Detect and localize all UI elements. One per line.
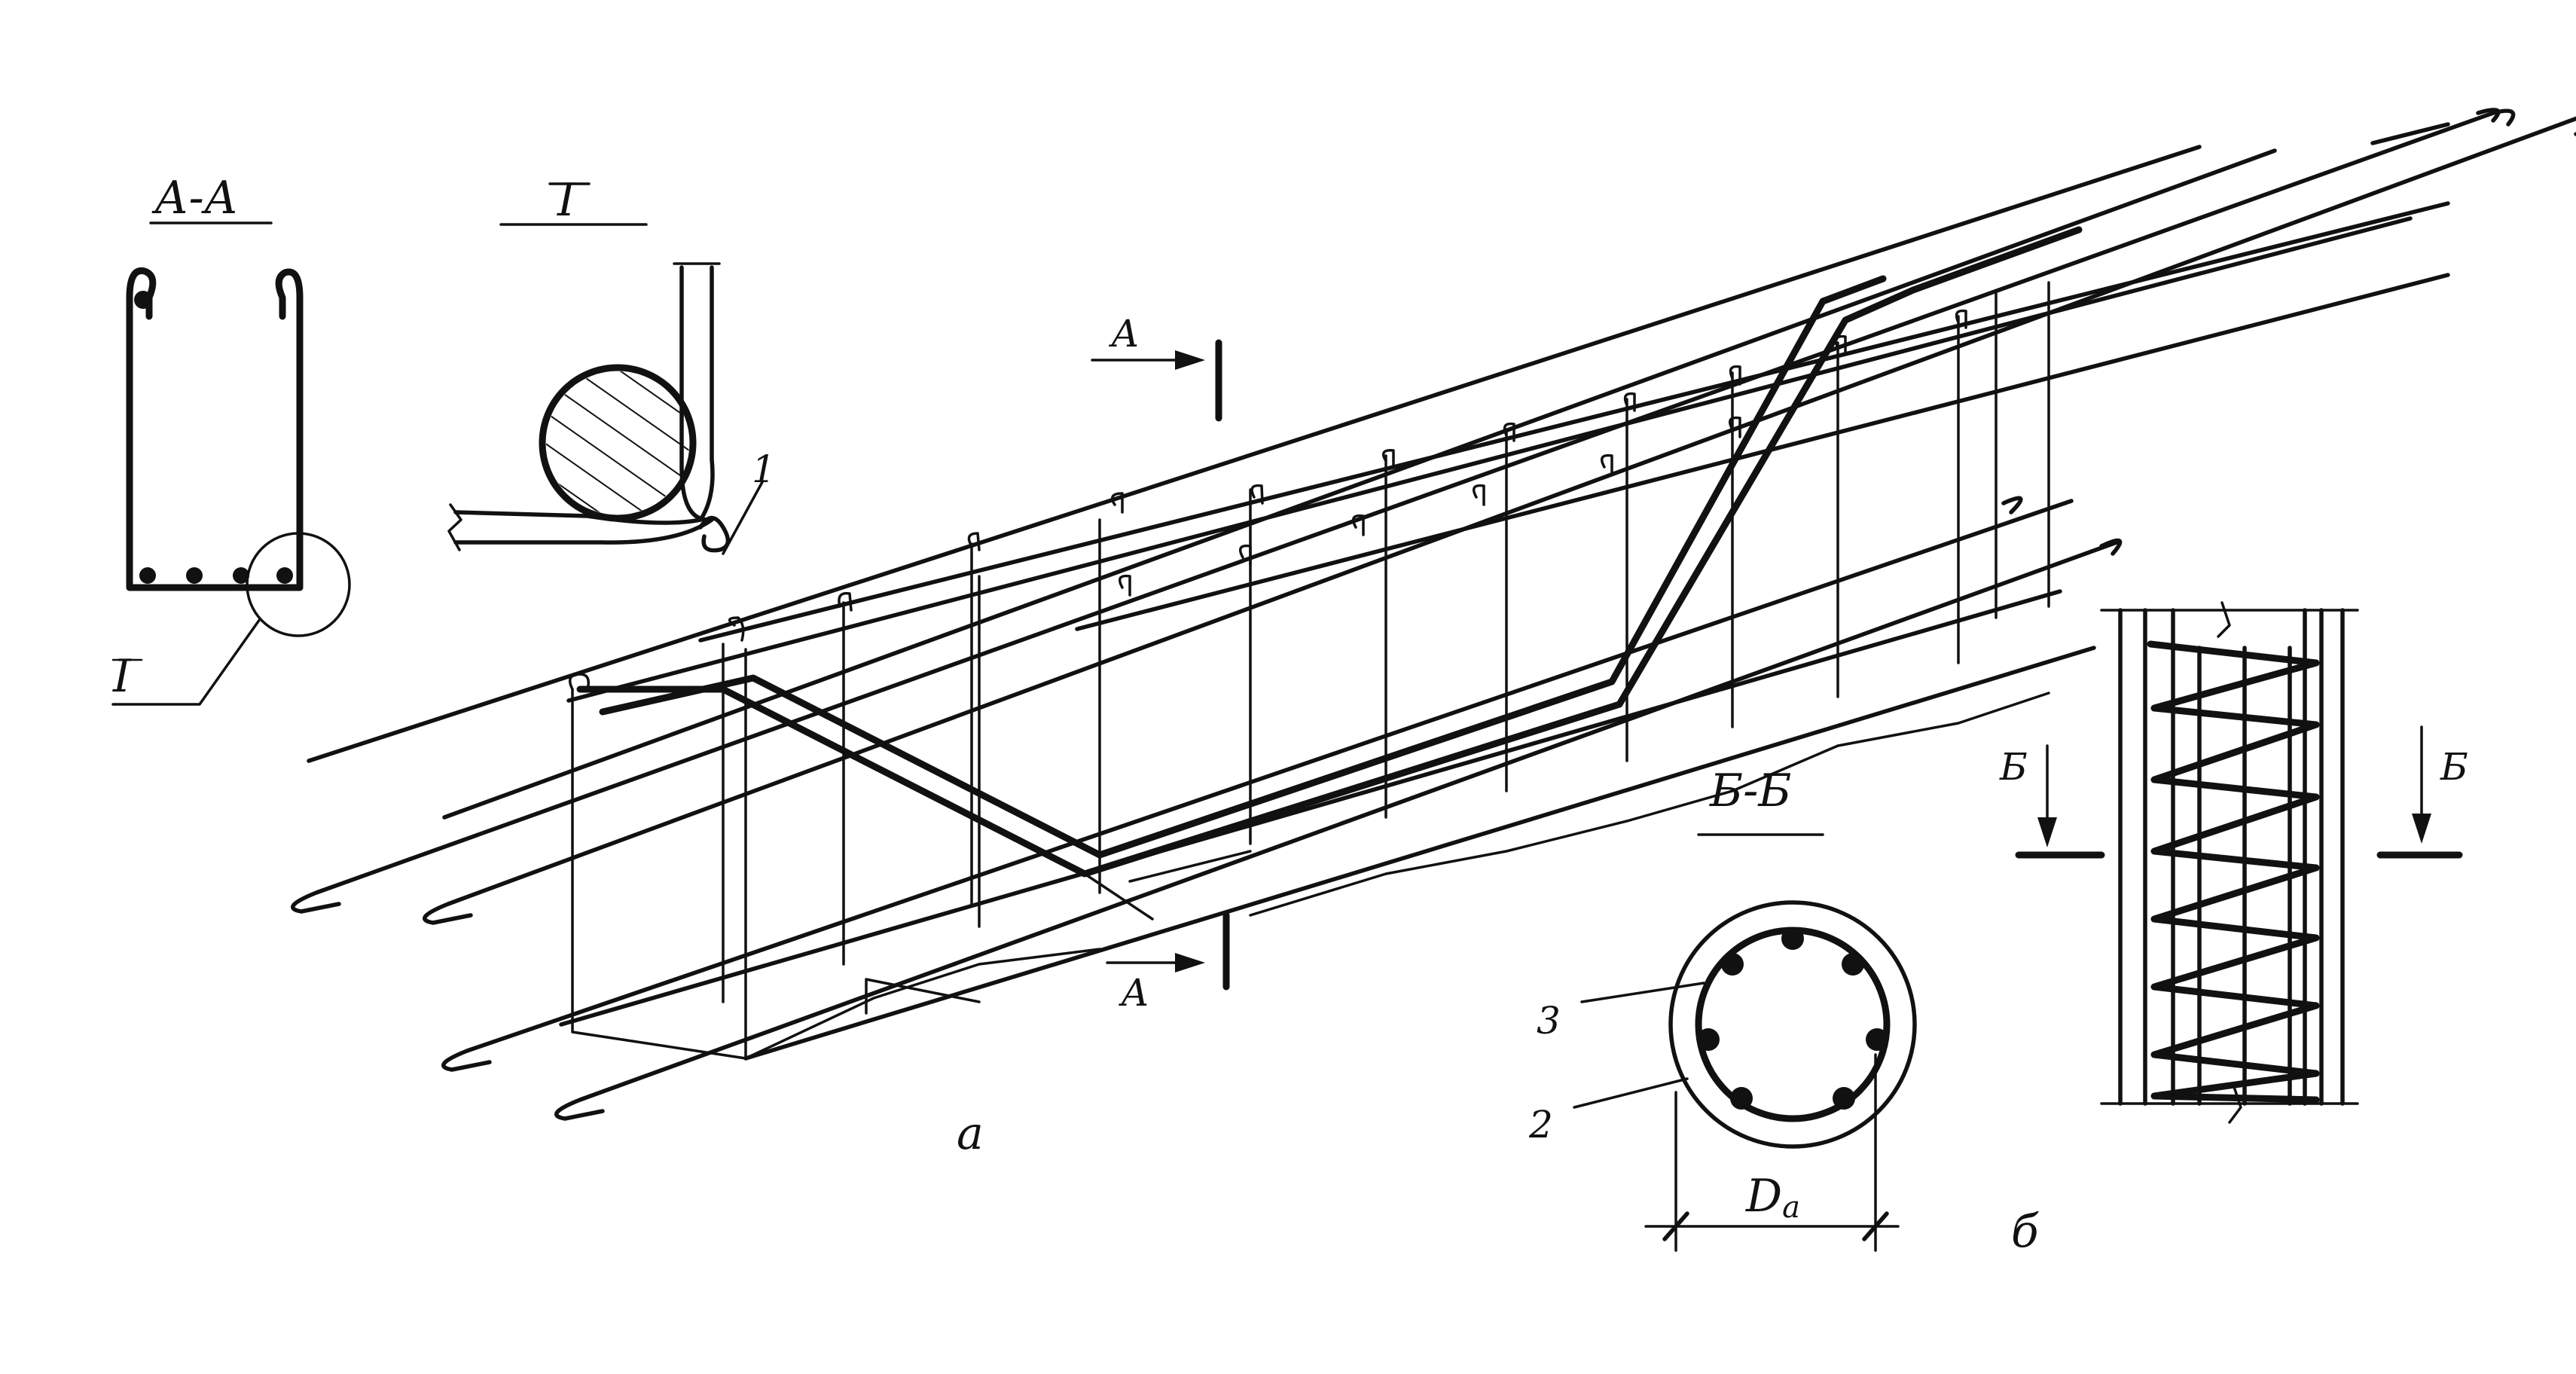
detail-i-title: I [557, 174, 576, 227]
stirrup [838, 575, 981, 966]
bar-dot [134, 291, 152, 309]
bar-dot [1781, 927, 1804, 950]
tie-knot [698, 515, 731, 553]
long-bar-3 [307, 145, 2202, 763]
stirrup [1503, 422, 1515, 792]
callout-2-label: 2 [1528, 1103, 1553, 1147]
detail-i-circle [246, 532, 351, 637]
stirrup [1995, 281, 2050, 619]
section-aa-view: А-А I [111, 172, 351, 706]
stirrup-right-leg [275, 268, 304, 591]
stirrup [1249, 484, 1264, 845]
section-mark-a-bottom: А [1106, 911, 1230, 1015]
stirrup [1083, 850, 1252, 921]
beam-cage: А А а [291, 108, 2576, 1160]
dimension-d-label: Dа [1745, 1170, 1800, 1225]
callout-3-leader [1580, 982, 1705, 1003]
callout-1-leader [722, 481, 764, 555]
callout-3-label: 3 [1537, 999, 1561, 1043]
stirrup [722, 616, 745, 1003]
stirrup [1381, 449, 1395, 819]
bottom-bar-1 [441, 499, 2074, 1072]
long-bar-1-end [2491, 108, 2516, 127]
column-outer-circle [1668, 900, 1917, 1149]
stirrup-hooks-mid [1118, 416, 1741, 597]
bar-section-hatched [546, 371, 689, 514]
long-bar-4 [442, 148, 2277, 820]
bar-dot [1730, 1087, 1753, 1110]
stirrup-left-leg [126, 267, 157, 591]
detail-i-view: I 1 [447, 174, 776, 555]
section-a-top-arrow-head [1175, 350, 1205, 370]
figure-a-label: а [957, 1107, 984, 1160]
stirrup [1729, 365, 1741, 728]
section-aa-label: А-А [151, 172, 238, 224]
bottom-bar-2-end [2099, 538, 2123, 556]
stirrup-bottom-wrap [453, 457, 715, 525]
section-b-right-arrow-head [2412, 814, 2431, 844]
callout-2-leader [1573, 1077, 1689, 1109]
bar-dot [139, 567, 156, 584]
spiral-reinforcement [2147, 640, 2320, 1104]
section-bb-label: Б-Б [1709, 765, 1791, 817]
stirrup [1098, 492, 1124, 894]
bottom-chord-front [559, 589, 2062, 1027]
bar-dot [1842, 953, 1864, 976]
stirrup-base-ties [744, 692, 2050, 1060]
bottom-chord-back [743, 646, 2096, 1061]
section-bb-view: Б-Б 3 2 Dа [1528, 765, 1917, 1252]
stirrup [1834, 334, 1847, 698]
stirrup-row [568, 281, 2050, 1060]
section-a-bottom-arrow-head [1175, 953, 1205, 972]
section-b-right-label: Б [2440, 745, 2468, 789]
top-bar-mid [1075, 273, 2450, 631]
detail-i-leader [111, 618, 261, 706]
bent-bar-back [599, 275, 1887, 859]
section-b-left-label: Б [1999, 745, 2028, 789]
stirrup [1623, 392, 1636, 762]
section-mark-a-top: А [1091, 312, 1222, 422]
column-elevation: Б Б б [1999, 601, 2468, 1258]
column-top-break [2217, 601, 2231, 638]
dimension-tick-right [1862, 1211, 1889, 1241]
bottom-bar-2 [554, 540, 2119, 1121]
column-bottom-break [2228, 1083, 2242, 1124]
stirrup [967, 532, 981, 905]
bar-dot [276, 567, 293, 584]
figure-b-label: б [2011, 1205, 2039, 1258]
dimension-tick-left [1662, 1211, 1689, 1241]
bar-dot [1866, 1028, 1888, 1051]
section-a-bottom-label: А [1119, 971, 1149, 1015]
top-bar-back [698, 201, 2450, 643]
bar-dot [1721, 953, 1744, 976]
stirrup [568, 648, 747, 1060]
section-a-top-label: А [1109, 312, 1140, 356]
stirrup [865, 978, 981, 1015]
top-bar-front [566, 216, 2413, 703]
section-b-left-arrow-head [2037, 817, 2057, 847]
bar-dot [186, 567, 203, 584]
bar-dot [1697, 1028, 1720, 1051]
bottom-bar-1-end [2001, 496, 2023, 514]
callout-1-label: 1 [752, 447, 776, 491]
long-bar-2 [423, 116, 2576, 925]
long-bar-1-hook [2370, 108, 2501, 145]
stirrup [1955, 309, 1967, 664]
long-bar-1 [291, 111, 2495, 914]
break-line [447, 503, 462, 551]
bar-dot [233, 567, 249, 584]
detail-i-callout-label: I [112, 650, 132, 703]
bar-dot [1833, 1087, 1855, 1110]
